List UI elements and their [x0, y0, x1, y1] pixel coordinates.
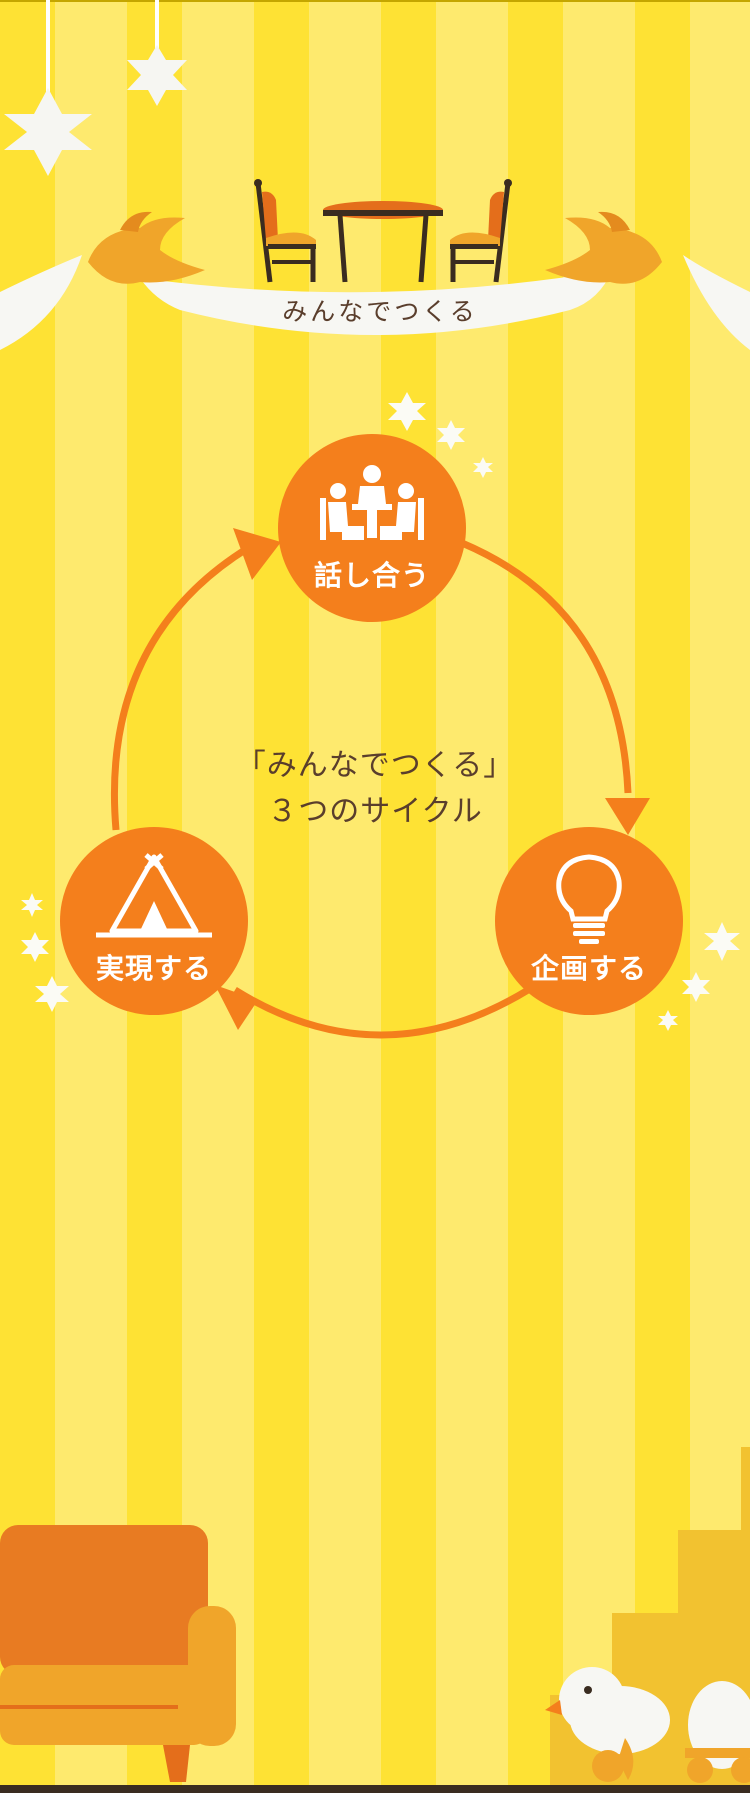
- step-label-discuss: 話し合う: [313, 559, 430, 592]
- table-and-chairs-icon: [254, 179, 512, 283]
- cycle-title-line1: 「みんなでつくる」: [235, 748, 515, 783]
- sofa-icon: [0, 1525, 236, 1782]
- cycle-title-line2: ３つのサイクル: [267, 794, 483, 829]
- tent-icon: [96, 853, 212, 938]
- step-label-plan: 企画する: [530, 952, 647, 985]
- bird-left-icon: [88, 211, 205, 284]
- duck-toy-icon: [545, 1667, 750, 1783]
- drape-left: [0, 255, 82, 350]
- sparkle-stars: [21, 392, 740, 1031]
- bottom-border: [0, 1785, 750, 1793]
- cycle-step-realize: 実現する: [60, 827, 248, 1015]
- meeting-people-icon: [320, 465, 424, 540]
- lightbulb-icon: [556, 854, 622, 944]
- arrowheads: [215, 528, 650, 1030]
- bird-right-icon: [545, 211, 662, 284]
- step-label-realize: 実現する: [95, 952, 212, 985]
- cycle-step-plan: 企画する: [495, 827, 683, 1015]
- hanging-star-left-icon: [4, 0, 92, 176]
- cycle-step-discuss: 話し合う: [278, 434, 466, 622]
- hanging-star-right-icon: [127, 0, 187, 106]
- banner-title: みんなでつくる: [282, 297, 478, 326]
- top-border: [0, 0, 750, 2]
- banner-ribbon: [140, 270, 612, 335]
- drape-right: [683, 255, 750, 350]
- cycle-arrows: [110, 539, 632, 1039]
